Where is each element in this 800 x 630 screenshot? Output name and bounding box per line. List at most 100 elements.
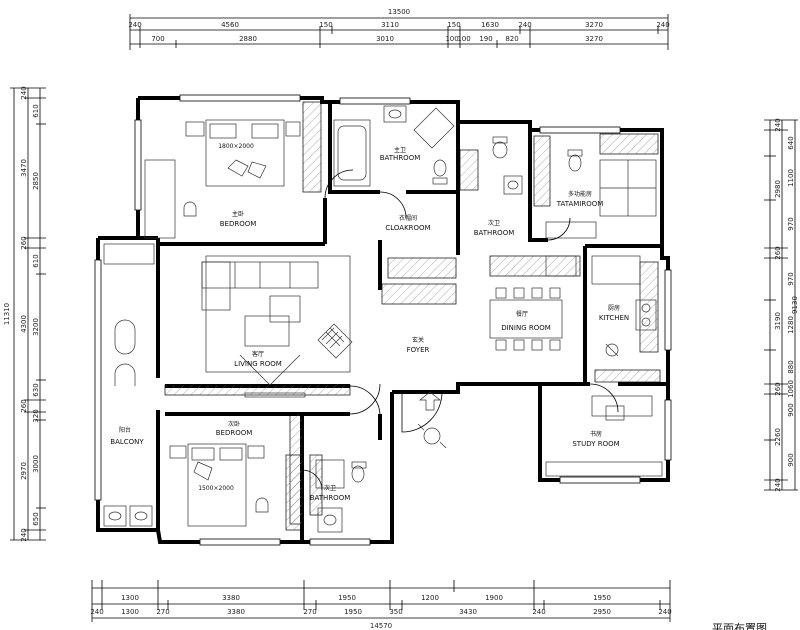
top-row1-label: 150: [447, 21, 460, 29]
top-row2-label: 700: [151, 35, 164, 43]
bath2-label-cn: 次卫: [488, 219, 500, 227]
top-row2-label: 100: [445, 35, 458, 43]
balcony-label: BALCONY: [110, 438, 144, 446]
top-row1-label: 150: [319, 21, 332, 29]
top-row1-label: 3110: [381, 21, 399, 29]
second-bed-size: 1500×2000: [198, 485, 234, 492]
top-row2-label: 100: [457, 35, 470, 43]
left-col2-label: 3000: [32, 455, 40, 473]
right-col2-label: 880: [787, 360, 795, 373]
left-col1-label: 4300: [20, 315, 28, 333]
right-col1-label: 2260: [774, 428, 782, 446]
windows: [94, 94, 672, 546]
living-label: LIVING ROOM: [234, 360, 282, 368]
left-col2-label: 610: [32, 254, 40, 267]
right-col2-label: 1100: [787, 169, 795, 187]
bath1-label-cn: 主卫: [394, 146, 406, 154]
right-col2-label: 970: [787, 272, 795, 285]
right-col1-label: 240: [774, 118, 782, 131]
right-col1-label: 260: [774, 382, 782, 395]
bottom-row1-label: 1200: [421, 594, 439, 602]
bottom-row1-label: 1300: [121, 594, 139, 602]
left-col2-label: 3200: [32, 318, 40, 336]
walls: [96, 96, 670, 544]
top-row2-label: 3010: [376, 35, 394, 43]
tatami-label-cn: 多功能房: [568, 190, 592, 198]
left-col2-label: 320: [32, 409, 40, 422]
left-col2-label: 610: [32, 104, 40, 117]
study-label: STUDY ROOM: [572, 440, 619, 448]
tatami-label: TATAMIROOM: [556, 200, 604, 208]
cloakroom-label: CLOAKROOM: [385, 224, 430, 232]
bath3-label: BATHROOM: [310, 494, 351, 502]
bottom-row1-label: 1950: [338, 594, 356, 602]
left-col1-label: 260: [20, 236, 28, 249]
bedroom2-label: BEDROOM: [216, 429, 253, 437]
left-col1-label: 240: [20, 86, 28, 99]
top-row1-label: 1630: [481, 21, 499, 29]
left-col2-label: 2850: [32, 172, 40, 190]
bottom-row2-label: 240: [658, 608, 671, 616]
balcony-label-cn: 阳台: [119, 426, 131, 434]
top-row1-label: 240: [128, 21, 141, 29]
living-label-cn: 客厅: [252, 350, 264, 358]
dining-label-cn: 餐厅: [516, 310, 528, 318]
bottom-row1-label: 1900: [485, 594, 503, 602]
right-col1-label: 260: [774, 246, 782, 259]
foyer-label: FOYER: [407, 346, 430, 354]
top-row2-label: 3270: [585, 35, 603, 43]
kitchen-label-cn: 厨房: [608, 304, 620, 312]
coffee-table: [244, 315, 290, 347]
furniture: [103, 105, 663, 533]
right-col2-label: 1060: [787, 380, 795, 398]
bottom-row1-label: 1950: [593, 594, 611, 602]
bottom-row2-label: 240: [90, 608, 103, 616]
cloakroom-label-cn: 衣帽间: [399, 214, 417, 222]
left-col2-label: 650: [32, 512, 40, 525]
right-col2-label: 900: [787, 403, 795, 416]
left-col1-label: 3470: [20, 159, 28, 177]
left-col2-label: 630: [32, 383, 40, 396]
right-col2-label: 970: [787, 217, 795, 230]
master-bedroom-label-cn: 主卧: [232, 210, 244, 218]
study-label-cn: 书房: [590, 430, 602, 438]
right-col1-label: 240: [774, 478, 782, 491]
bottom-row2-label: 240: [532, 608, 545, 616]
top-row2-label: 820: [505, 35, 518, 43]
bath1-label: BATHROOM: [380, 154, 421, 162]
bath3-label-cn: 次卫: [324, 484, 336, 492]
bottom-dimensions: 14570 1300 3380 1950 1200 1900 1950 240 1300 27…: [90, 580, 672, 630]
right-col1-label: 2980: [774, 180, 782, 198]
dining-table: [489, 299, 563, 339]
bath2-label: BATHROOM: [474, 229, 515, 237]
bottom-row2-label: 270: [156, 608, 169, 616]
top-row1-label: 240: [656, 21, 669, 29]
bottom-row2-label: 1950: [344, 608, 362, 616]
overall-top-width: 13500: [388, 8, 410, 16]
master-bed: [205, 119, 285, 187]
foyer-label-cn: 玄关: [412, 336, 424, 344]
right-col2-label: 1280: [787, 316, 795, 334]
bottom-row2-label: 1300: [121, 608, 139, 616]
top-row2-label: 190: [479, 35, 492, 43]
bottom-row2-label: 2950: [593, 608, 611, 616]
left-col1-label: 240: [20, 528, 28, 541]
living-rug: [205, 255, 351, 373]
top-row1-label: 3270: [585, 21, 603, 29]
master-bed-size: 1800×2000: [218, 143, 254, 150]
left-col1-label: 260: [20, 399, 28, 412]
top-row2-label: 2880: [239, 35, 257, 43]
second-bed: [187, 443, 247, 527]
right-col1-label: 3190: [774, 312, 782, 330]
bedroom2-label-cn: 次卧: [228, 420, 240, 428]
top-row1-label: 240: [518, 21, 531, 29]
room-labels: 主卧 BEDROOM 1800×2000 主卫 BATHROOM 衣帽间 CLO…: [110, 143, 629, 502]
bottom-row1-label: 3380: [222, 594, 240, 602]
bottom-row2-label: 3430: [459, 608, 477, 616]
cabinets: [164, 101, 661, 531]
overall-bottom-width: 14570: [370, 622, 392, 630]
overall-right-height: 9130: [791, 296, 799, 314]
